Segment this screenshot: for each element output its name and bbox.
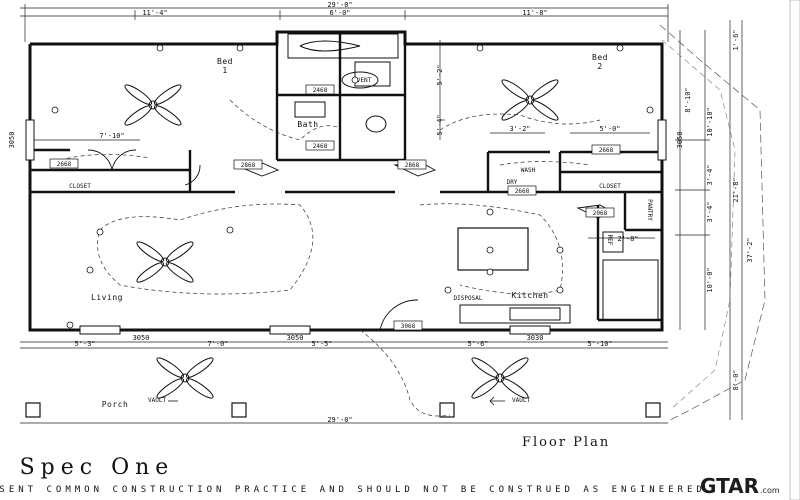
dim-bottom-1: 5'-3" bbox=[74, 340, 95, 348]
page-edge bbox=[789, 0, 800, 500]
room-label-bed2: Bed bbox=[592, 53, 608, 62]
dim-bottom-2: 7'-0" bbox=[207, 340, 228, 348]
dim-overall-top: 29'-0" bbox=[327, 1, 352, 9]
label-ref: REF bbox=[606, 235, 613, 246]
dim-bottom-5: 5'-10" bbox=[587, 340, 612, 348]
dim-right-6: 21'-8" bbox=[732, 177, 740, 202]
electrical-runs bbox=[59, 99, 601, 417]
dim-laundry-width: 3'-2" bbox=[509, 125, 530, 133]
watermark-domain: .com bbox=[760, 486, 780, 495]
porch-posts bbox=[25, 402, 661, 418]
door-tag-entry: 3068 bbox=[401, 323, 416, 330]
door-tags: 2668 2468 2468 2868 2868 2668 2668 2068 … bbox=[49, 84, 621, 331]
dim-bath-2: 5'-4" bbox=[436, 114, 444, 135]
label-dry: DRY bbox=[507, 179, 518, 186]
dimension-lines bbox=[20, 4, 743, 424]
roof-outline-inner bbox=[661, 39, 736, 411]
dim-right-3: 3'-4" bbox=[706, 164, 714, 185]
door-arcs bbox=[87, 149, 613, 331]
dim-right-bottom: 8'-0" bbox=[732, 369, 740, 390]
bath-fixtures bbox=[287, 33, 399, 133]
dim-top-mid: 6'-0" bbox=[329, 9, 350, 17]
door-tag-bed1: 2868 bbox=[241, 162, 256, 169]
door-tag-bed2: 2868 bbox=[405, 162, 420, 169]
dim-top-left: 11'-4" bbox=[142, 9, 167, 17]
room-label-bed1-num: 1 bbox=[222, 66, 227, 75]
kitchen-counters bbox=[459, 231, 659, 324]
door-tag-bath-bottom: 2468 bbox=[313, 143, 328, 150]
dim-closet-width: 7'-10" bbox=[99, 132, 124, 140]
room-label-porch: Porch bbox=[102, 400, 129, 409]
room-label-bed1: Bed bbox=[217, 57, 233, 66]
door-tag-closet-left: 2668 bbox=[57, 161, 72, 168]
label-disposal: DISPOSAL bbox=[454, 295, 483, 302]
disclaimer-note: ESENT COMMON CONSTRUCTION PRACTICE AND S… bbox=[0, 485, 706, 495]
window-tag-1: 3050 bbox=[133, 334, 150, 342]
room-label-closet-right: CLOSET bbox=[599, 183, 621, 190]
watermark-logo: GTAR .com bbox=[700, 474, 780, 498]
door-tag-pantry: 2068 bbox=[593, 210, 608, 217]
door-tag-bath-top: 2468 bbox=[313, 87, 328, 94]
dim-overall-bottom: 29'-0" bbox=[327, 416, 352, 424]
label-vault-right: VAULT bbox=[512, 397, 530, 404]
kitchen-island bbox=[457, 227, 529, 271]
window-tag-3: 3030 bbox=[527, 334, 544, 342]
outlets bbox=[51, 44, 654, 329]
watermark-text: GTAR bbox=[700, 474, 759, 498]
dim-right-overall: 37'-2" bbox=[746, 237, 754, 262]
room-label-living: Living bbox=[91, 293, 123, 302]
drawing-title: Floor Plan bbox=[522, 435, 610, 450]
dim-right-5: 10'-0" bbox=[706, 267, 714, 292]
dim-right-4: 3'-4" bbox=[706, 201, 714, 222]
room-label-closet-left: CLOSET bbox=[69, 183, 91, 190]
roof-outline bbox=[659, 24, 766, 421]
dim-top-right: 11'-8" bbox=[522, 9, 547, 17]
label-vent: VENT bbox=[357, 77, 372, 84]
plan-name: ez Spec One bbox=[0, 455, 174, 480]
ceiling-fans bbox=[124, 79, 559, 399]
dim-closet-right: 5'-0" bbox=[599, 125, 620, 133]
room-label-kitchen: Kitchen bbox=[511, 291, 548, 300]
door-tag-closet-right: 2668 bbox=[599, 147, 614, 154]
door-tag-laundry: 2668 bbox=[515, 188, 530, 195]
windows bbox=[25, 119, 667, 335]
dim-kitchen-nook: 2'-8" bbox=[617, 235, 638, 243]
dim-bottom-4: 5'-6" bbox=[467, 340, 488, 348]
dim-right-top: 1'-6" bbox=[732, 29, 740, 50]
label-wash: WASH bbox=[521, 167, 536, 174]
dim-bottom-3: 5'-5" bbox=[311, 340, 332, 348]
vault-arrow-right bbox=[489, 396, 505, 406]
dim-window-right: 3050 bbox=[676, 132, 684, 149]
label-pantry: PANTRY bbox=[646, 199, 653, 221]
room-label-bath: Bath bbox=[297, 120, 318, 129]
dim-window-left: 3050 bbox=[8, 132, 16, 149]
dim-right-1: 8'-10" bbox=[684, 87, 692, 112]
room-label-bed2-num: 2 bbox=[597, 62, 602, 71]
exterior-walls bbox=[28, 30, 664, 332]
dim-bath-1: 5'-2" bbox=[436, 64, 444, 85]
window-tag-2: 3050 bbox=[287, 334, 304, 342]
label-vault-left: VAULT bbox=[148, 397, 166, 404]
dim-right-2: 10'-10" bbox=[706, 107, 714, 137]
